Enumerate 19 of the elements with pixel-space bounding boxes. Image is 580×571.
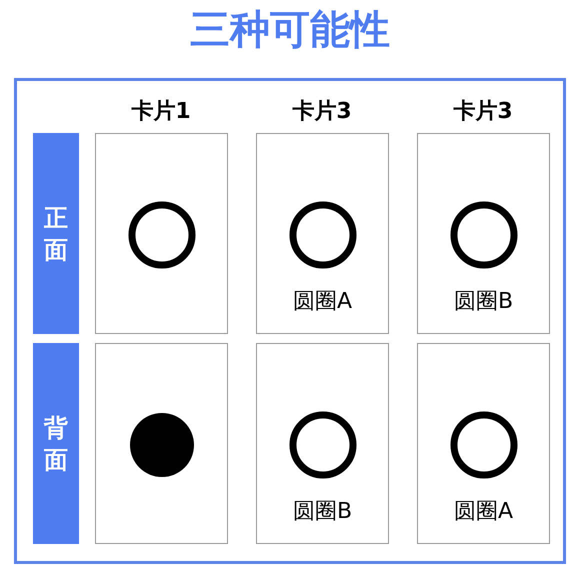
title: 三种可能性 [189,6,391,55]
card-caption: 圆圈B [454,288,514,316]
card [256,343,389,544]
column-header: 卡片3 [452,98,514,126]
side-label: 背面 [42,412,69,476]
card-caption: 圆圈B [292,498,352,526]
side-band [33,133,79,334]
card-caption: 圆圈A [292,288,352,316]
card [95,343,228,544]
card [417,133,550,334]
card [417,343,550,544]
card [95,133,228,334]
column-header: 卡片1 [130,98,192,126]
column-header: 卡片3 [291,98,353,126]
side-band [33,343,79,544]
side-label: 正面 [42,202,69,266]
card-caption: 圆圈A [454,498,514,526]
table-frame [14,78,566,564]
card [256,133,389,334]
